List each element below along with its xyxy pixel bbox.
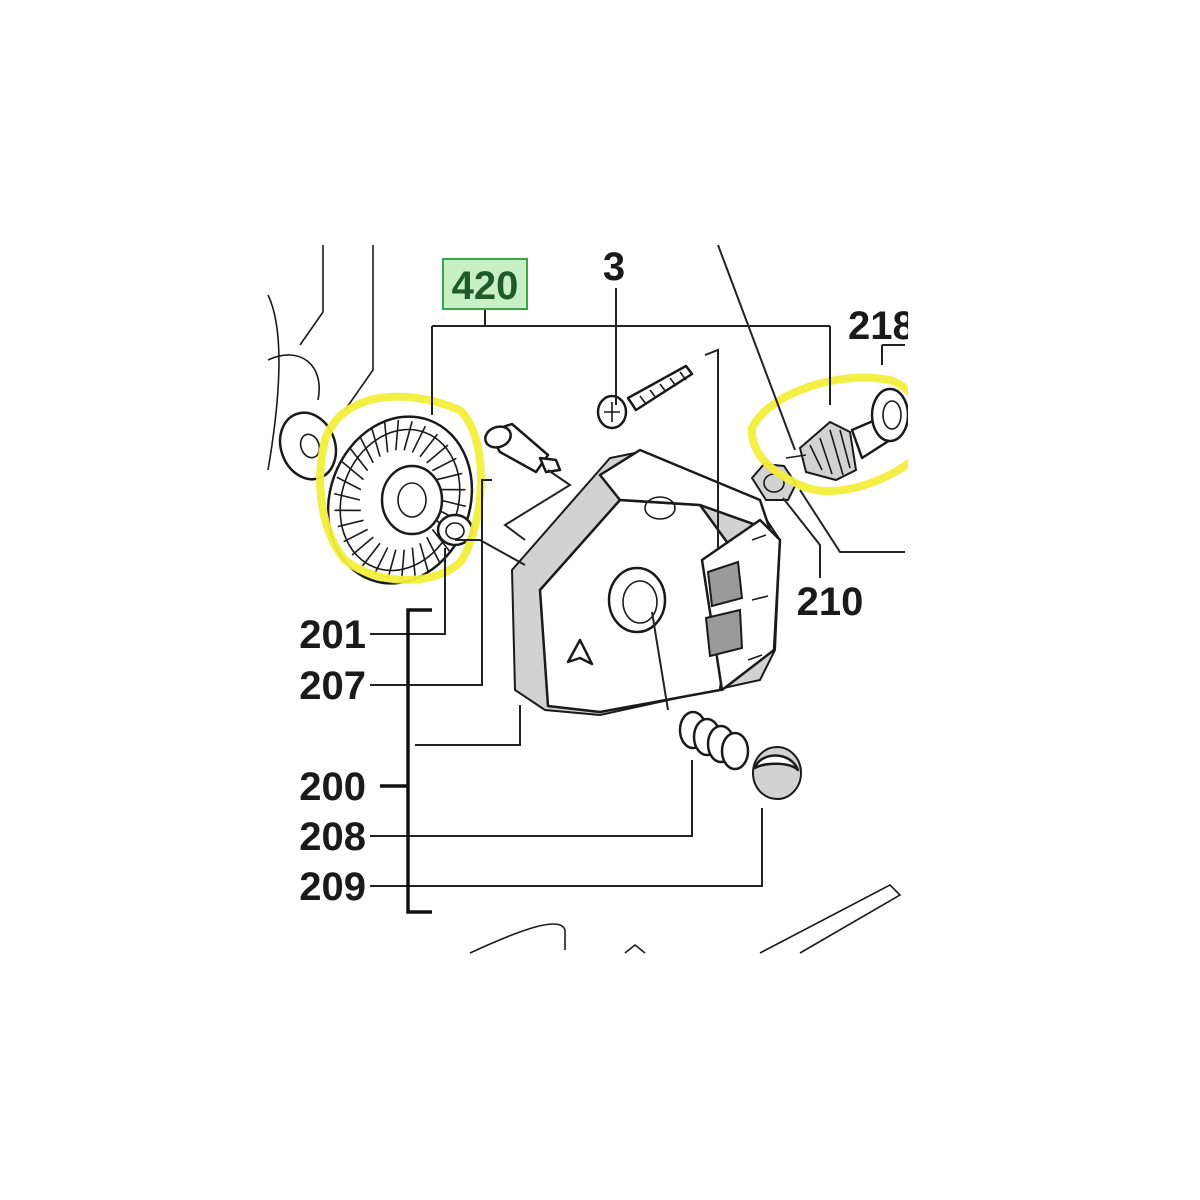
screw (596, 364, 694, 430)
gear-tooth (419, 433, 439, 458)
gear-tooth (419, 543, 430, 573)
gear-tooth (395, 419, 400, 451)
highlight-bevel-gear (316, 392, 485, 584)
callout-cap: 209 (299, 865, 366, 909)
gear-tooth (351, 536, 374, 556)
gear-tooth (431, 457, 457, 472)
gear-tooth (343, 528, 369, 543)
callout-nut: 210 (797, 580, 864, 624)
gear-tooth (436, 472, 463, 481)
gear-tooth (337, 519, 364, 528)
gear-tooth (349, 447, 369, 472)
gear-tooth (361, 542, 381, 567)
leader-lines (370, 244, 905, 887)
gear-tooth (383, 422, 389, 453)
gear-housing (510, 448, 782, 717)
callout-housing-group: 200 (299, 765, 366, 809)
gear-tooth (341, 461, 364, 481)
gear-tooth (431, 528, 451, 553)
gear-tooth (373, 547, 389, 575)
gear-tooth (411, 425, 427, 453)
gear-tooth (334, 492, 361, 501)
spring (678, 710, 750, 771)
cap (752, 746, 802, 800)
callout-kit: 420 (452, 264, 519, 308)
gear-tooth (426, 536, 441, 564)
gear-tooth (370, 427, 381, 457)
crop-mask (908, 240, 1200, 960)
kit-label-box (442, 258, 528, 310)
callout-screw: 3 (603, 245, 625, 289)
gear-tooth (387, 549, 397, 579)
drive-pin (484, 422, 562, 474)
callout-bearing: 201 (299, 613, 366, 657)
gear-tooth (359, 436, 374, 464)
gear-tooth (400, 549, 405, 581)
gear-tooth (336, 476, 362, 491)
background-fragments (267, 245, 902, 954)
callout-spring: 208 (299, 815, 366, 859)
gear-tooth (403, 421, 413, 451)
gear-tooth (426, 444, 449, 464)
callout-pinion: 218 (848, 304, 915, 348)
gear-tooth (411, 547, 417, 578)
gear-tooth (439, 499, 466, 508)
callout-pin: 207 (299, 664, 366, 708)
group-bracket (380, 608, 432, 914)
pinion-gear (785, 387, 910, 482)
